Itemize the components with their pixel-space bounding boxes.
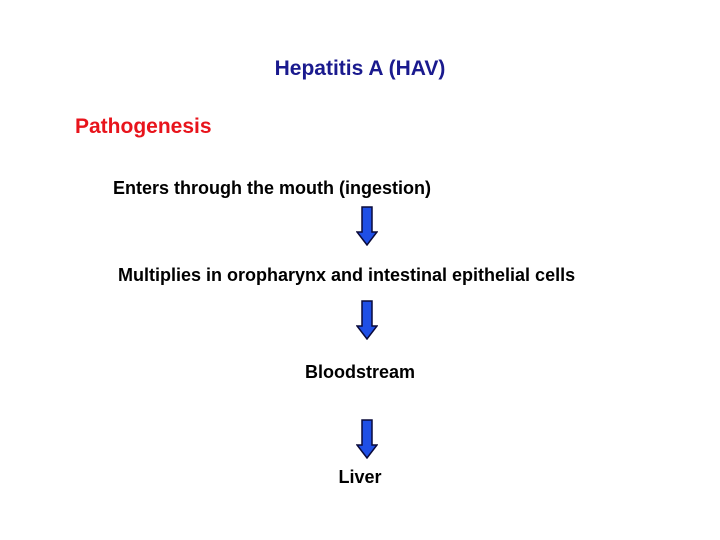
slide-title: Hepatitis A (HAV) [274, 57, 446, 80]
down-arrow-icon [356, 300, 378, 340]
flow-step-ingestion: Enters through the mouth (ingestion) [113, 178, 431, 198]
flow-step-liver: Liver [338, 467, 382, 487]
down-arrow-icon [356, 206, 378, 246]
flow-step-multiplication: Multiplies in oropharynx and intestinal … [118, 265, 576, 285]
section-heading: Pathogenesis [75, 115, 212, 138]
down-arrow-icon [356, 419, 378, 459]
flow-step-bloodstream: Bloodstream [304, 362, 416, 382]
